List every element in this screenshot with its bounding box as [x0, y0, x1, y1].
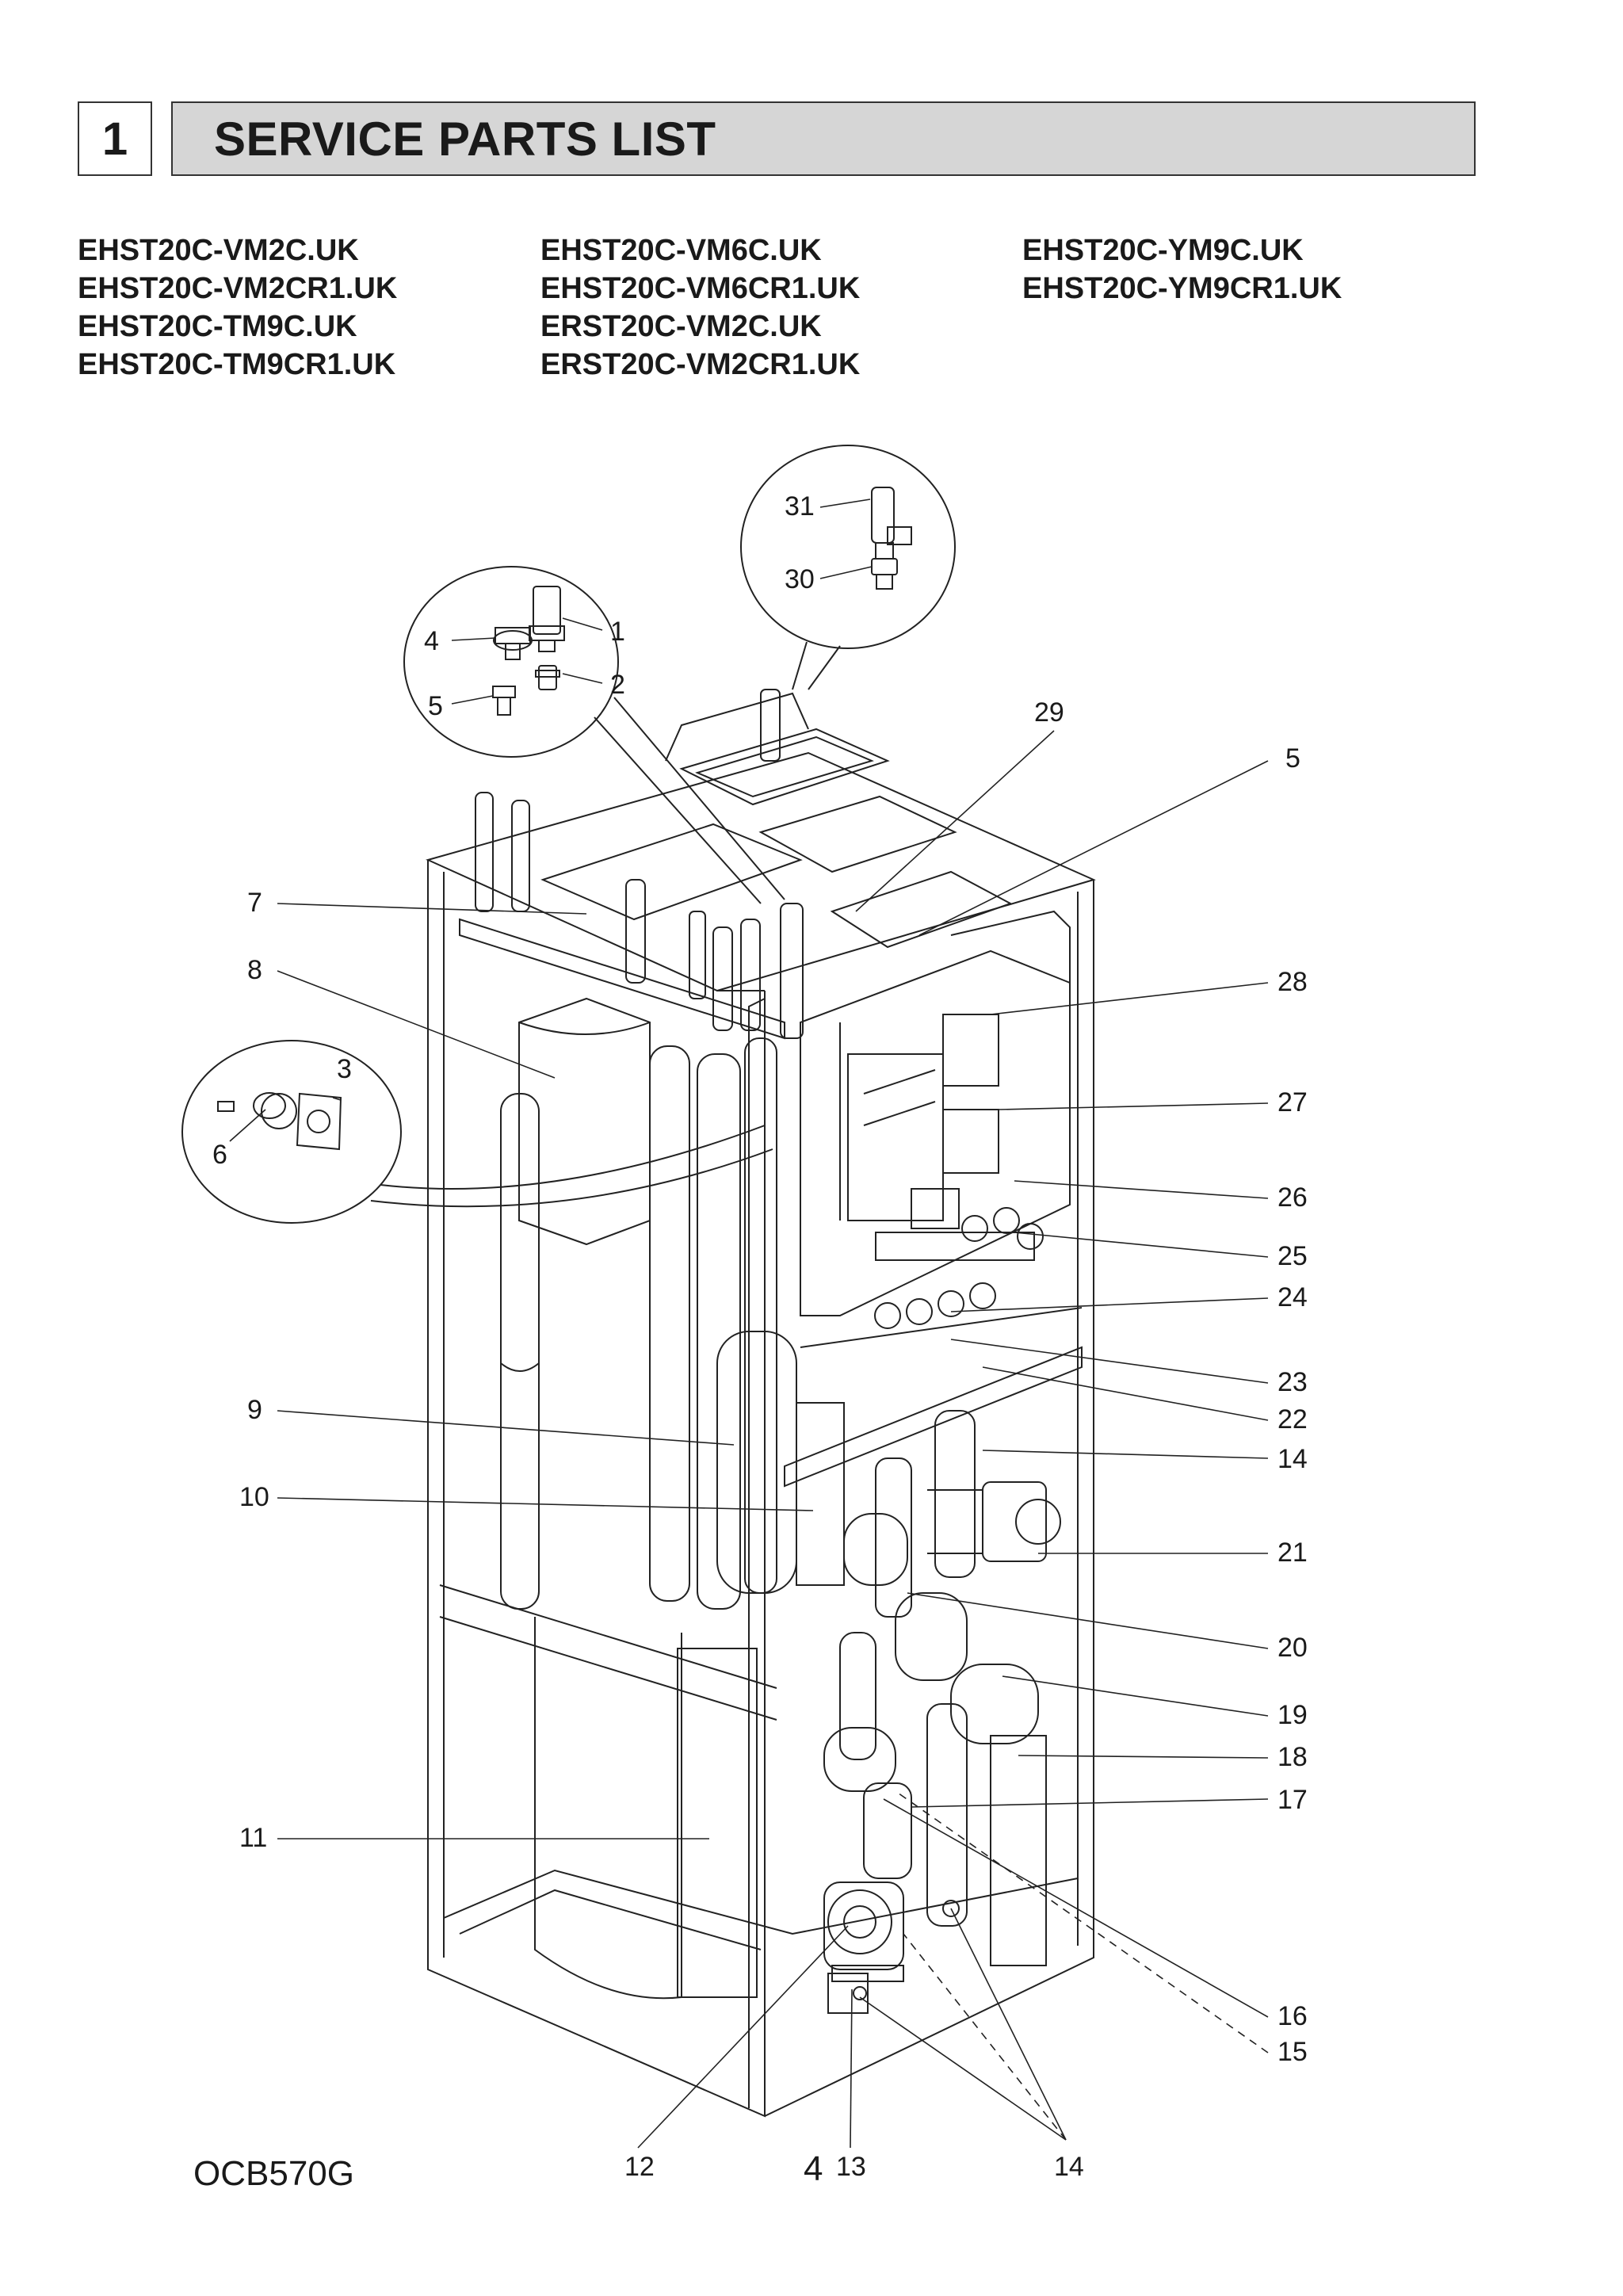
callout-26: 26: [1277, 1182, 1308, 1213]
callout-29: 29: [1034, 697, 1064, 728]
model-name: EHST20C-VM2CR1.UK: [78, 272, 398, 305]
model-name: EHST20C-TM9CR1.UK: [78, 348, 396, 381]
detail-circle-sensor-holder: [181, 1040, 773, 1224]
vertical-pipe: [500, 1093, 540, 1610]
insulated-pipes: [649, 1037, 777, 1610]
callout-4: 4: [424, 626, 439, 656]
callout-22: 22: [1277, 1404, 1308, 1435]
hot-water-tank: [534, 1617, 758, 2000]
manifold-bar: [459, 918, 785, 1040]
control-box: [800, 910, 1071, 1329]
callout-15: 15: [1277, 2037, 1308, 2067]
model-list-col-3: EHST20C-YM9C.UK EHST20C-YM9CR1.UK: [1022, 231, 1342, 308]
model-name: EHST20C-YM9C.UK: [1022, 234, 1304, 267]
callout-25: 25: [1277, 1241, 1308, 1271]
callout-7: 7: [247, 888, 262, 918]
valve-5-icon: [492, 686, 516, 716]
callout-12: 12: [624, 2152, 655, 2182]
model-name: ERST20C-VM2CR1.UK: [540, 348, 861, 381]
model-name: EHST20C-VM6C.UK: [540, 234, 822, 267]
callout-24: 24: [1277, 1282, 1308, 1312]
callout-5-detail: 5: [428, 691, 443, 721]
callout-17: 17: [1277, 1785, 1308, 1815]
bracket-bar: [784, 1346, 1083, 1488]
model-name: EHST20C-TM9C.UK: [78, 310, 357, 343]
fitting-30-icon: [871, 558, 898, 590]
relief-valve-31-icon: [871, 487, 912, 560]
callout-1: 1: [610, 617, 625, 647]
section-title: SERVICE PARTS LIST: [171, 101, 1476, 176]
callout-14: 14: [1277, 1444, 1308, 1474]
callout-6: 6: [212, 1140, 227, 1170]
top-pipes: [475, 689, 804, 1039]
callout-8: 8: [247, 955, 262, 985]
leader-lines: [229, 499, 1269, 2149]
callout-27: 27: [1277, 1087, 1308, 1117]
detail-circle-relief-valve: [740, 445, 956, 690]
bracket-3-icon: [296, 1092, 342, 1151]
model-name: EHST20C-YM9CR1.UK: [1022, 272, 1342, 305]
callout-31: 31: [785, 491, 815, 521]
callout-13: 13: [836, 2152, 866, 2182]
model-list-col-2: EHST20C-VM6C.UK EHST20C-VM6CR1.UK ERST20…: [540, 231, 860, 384]
callout-10: 10: [239, 1482, 269, 1512]
top-tray: [540, 692, 1013, 949]
model-name: ERST20C-VM2C.UK: [540, 310, 822, 343]
callout-20: 20: [1277, 1633, 1308, 1663]
callout-9: 9: [247, 1395, 262, 1425]
plate-heat-exchanger: [716, 1331, 845, 1594]
callout-5: 5: [1285, 743, 1300, 774]
model-name: EHST20C-VM2C.UK: [78, 234, 359, 267]
callout-16: 16: [1277, 2001, 1308, 2031]
callout-3: 3: [337, 1054, 352, 1084]
callout-21: 21: [1277, 1538, 1308, 1568]
valve-4-icon: [493, 627, 533, 660]
section-number: 1: [78, 101, 152, 176]
callout-19: 19: [1277, 1700, 1308, 1730]
detail-circle-valves: [403, 566, 785, 904]
model-list-col-1: EHST20C-VM2C.UK EHST20C-VM2CR1.UK EHST20…: [78, 231, 397, 384]
callout-18: 18: [1277, 1742, 1308, 1772]
callout-30: 30: [785, 564, 815, 594]
callout-2: 2: [610, 670, 625, 700]
drain-cocks: [853, 1900, 960, 2000]
callout-28: 28: [1277, 967, 1308, 997]
callout-14-bottom: 14: [1054, 2152, 1084, 2182]
pipework: [823, 1410, 1047, 1966]
cabinet-frame: [426, 751, 1096, 2118]
callout-23: 23: [1277, 1367, 1308, 1397]
divider: [800, 1307, 1083, 1348]
page-number: 4: [804, 2149, 823, 2188]
document-code: OCB570G: [193, 2154, 354, 2193]
circulation-pump-lower: [823, 1881, 904, 2014]
valve-1-icon: [529, 586, 565, 652]
model-name: EHST20C-VM6CR1.UK: [540, 272, 861, 305]
circulation-pump-upper: [927, 1481, 1061, 1562]
callout-11: 11: [239, 1823, 267, 1853]
sensor-holder-6-icon: [217, 1092, 297, 1129]
valve-2-icon: [535, 665, 560, 690]
